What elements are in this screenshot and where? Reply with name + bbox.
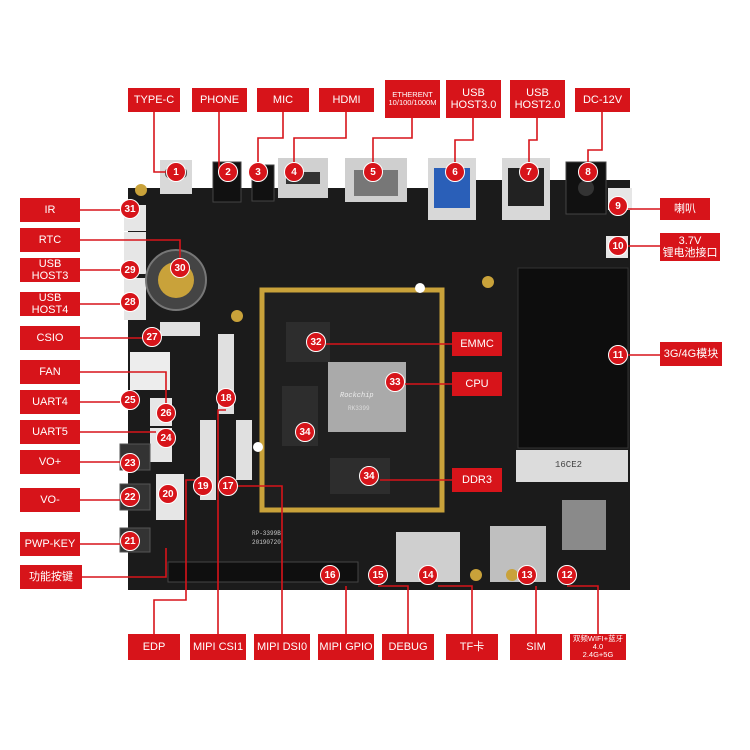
label-usb-host2: USB HOST2.0 bbox=[510, 80, 565, 118]
label-cpu: CPU bbox=[452, 372, 502, 396]
label-usb-host4-side: USB HOST4 bbox=[20, 292, 80, 316]
label-usb-host3: USB HOST3.0 bbox=[446, 80, 501, 118]
label-csio: CSIO bbox=[20, 326, 80, 350]
marker-30: 30 bbox=[170, 258, 190, 278]
label-fan: FAN bbox=[20, 360, 80, 384]
cpu-brand-text: Rockchip bbox=[340, 392, 374, 400]
leader-line bbox=[293, 112, 347, 162]
marker-34: 34 bbox=[295, 422, 315, 442]
leader-line bbox=[528, 118, 538, 162]
marker-10: 10 bbox=[608, 236, 628, 256]
marker-6: 6 bbox=[445, 162, 465, 182]
gpio-header bbox=[167, 561, 359, 583]
label-vo-minus: VO- bbox=[20, 488, 80, 512]
label-phone: PHONE bbox=[192, 88, 247, 112]
label-usb-host3-side: USB HOST3 bbox=[20, 258, 80, 282]
label-ddr3: DDR3 bbox=[452, 468, 502, 492]
marker-12: 12 bbox=[557, 565, 577, 585]
marker-13: 13 bbox=[517, 565, 537, 585]
label-debug: DEBUG bbox=[382, 634, 434, 660]
label-emmc: EMMC bbox=[452, 332, 502, 356]
leader-line bbox=[438, 585, 473, 634]
marker-28: 28 bbox=[120, 292, 140, 312]
leader-line bbox=[80, 371, 167, 403]
label-mic: MIC bbox=[257, 88, 309, 112]
leader-line bbox=[238, 485, 283, 634]
marker-32: 32 bbox=[306, 332, 326, 352]
marker-11: 11 bbox=[608, 345, 628, 365]
leader-line bbox=[587, 112, 603, 162]
label-wifi: 双频WIFI+蓝牙4.0 2.4G+5G bbox=[570, 634, 626, 660]
label-vo-plus: VO+ bbox=[20, 450, 80, 474]
leader-line bbox=[82, 548, 167, 578]
marker-18: 18 bbox=[216, 388, 236, 408]
marker-34: 34 bbox=[359, 466, 379, 486]
marker-24: 24 bbox=[156, 428, 176, 448]
label-speaker: 喇叭 bbox=[660, 198, 710, 220]
marker-26: 26 bbox=[156, 403, 176, 423]
label-mipi-gpio: MIPI GPIO bbox=[318, 634, 374, 660]
marker-25: 25 bbox=[120, 390, 140, 410]
label-pwp-key: PWP-KEY bbox=[20, 532, 80, 556]
label-uart4: UART4 bbox=[20, 390, 80, 414]
label-sim: SIM bbox=[510, 634, 562, 660]
leader-line bbox=[153, 112, 166, 173]
marker-21: 21 bbox=[120, 531, 140, 551]
marker-33: 33 bbox=[385, 372, 405, 392]
leader-line bbox=[80, 239, 181, 258]
leader-line bbox=[257, 112, 284, 162]
marker-31: 31 bbox=[120, 199, 140, 219]
label-tf: TF卡 bbox=[446, 634, 498, 660]
label-uart5: UART5 bbox=[20, 420, 80, 444]
cpu-model-text: RK3399 bbox=[348, 405, 370, 412]
label-ethernet: ETHERENT 10/100/1000M bbox=[385, 80, 440, 118]
label-edp: EDP bbox=[128, 634, 180, 660]
leader-line bbox=[567, 585, 599, 634]
marker-22: 22 bbox=[120, 487, 140, 507]
marker-4: 4 bbox=[284, 162, 304, 182]
slot-code-text: 16CE2 bbox=[555, 460, 583, 470]
marker-5: 5 bbox=[363, 162, 383, 182]
label-rtc: RTC bbox=[20, 228, 80, 252]
marker-7: 7 bbox=[519, 162, 539, 182]
marker-1: 1 bbox=[166, 162, 186, 182]
pcb-date-text: 20190720 bbox=[252, 539, 281, 546]
leader-line bbox=[372, 118, 413, 162]
label-func-key: 功能按键 bbox=[20, 565, 82, 589]
label-dc-12v: DC-12V bbox=[575, 88, 630, 112]
marker-15: 15 bbox=[368, 565, 388, 585]
marker-16: 16 bbox=[320, 565, 340, 585]
marker-23: 23 bbox=[120, 453, 140, 473]
label-mipi-dsi0: MIPI DSI0 bbox=[254, 634, 310, 660]
leader-line bbox=[378, 585, 409, 634]
pcb-name-text: RP-3399B bbox=[252, 530, 281, 537]
marker-20: 20 bbox=[158, 484, 178, 504]
label-battery: 3.7V 锂电池接口 bbox=[660, 233, 720, 261]
label-mipi-csi1: MIPI CSI1 bbox=[190, 634, 246, 660]
marker-29: 29 bbox=[120, 260, 140, 280]
leader-line bbox=[217, 409, 226, 634]
marker-27: 27 bbox=[142, 327, 162, 347]
marker-3: 3 bbox=[248, 162, 268, 182]
label-type-c: TYPE-C bbox=[128, 88, 180, 112]
leader-line bbox=[454, 118, 474, 162]
marker-9: 9 bbox=[608, 196, 628, 216]
marker-17: 17 bbox=[218, 476, 238, 496]
label-hdmi: HDMI bbox=[319, 88, 374, 112]
marker-8: 8 bbox=[578, 162, 598, 182]
label-ir: IR bbox=[20, 198, 80, 222]
marker-19: 19 bbox=[193, 476, 213, 496]
marker-14: 14 bbox=[418, 565, 438, 585]
marker-2: 2 bbox=[218, 162, 238, 182]
label-modem: 3G/4G模块 bbox=[660, 342, 722, 366]
